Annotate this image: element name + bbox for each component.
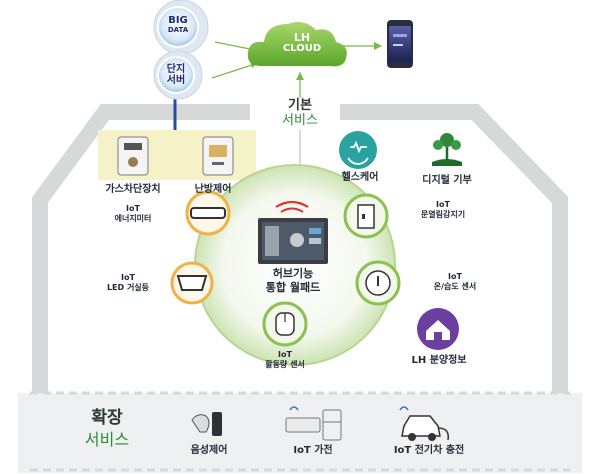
healthcare-icon (339, 131, 377, 169)
big-data-line2: DATA (167, 26, 189, 34)
hub-label: 허브기능 통합 월패드 (248, 267, 338, 295)
complex-server-icon (153, 50, 203, 100)
complex-server-line2: 서버 (166, 75, 186, 86)
complex-server-line1: 단지 (166, 64, 186, 75)
temp-humidity-line2: 온/습도 센서 (433, 282, 477, 291)
hub-line2: 통합 월패드 (265, 281, 321, 294)
house-outline (32, 104, 568, 395)
big-data-icon (153, 0, 209, 55)
digital-donation-icon (432, 133, 462, 166)
door-sensor-line2: 문열림감지기 (420, 210, 466, 219)
heating-control-label: 난방제어 (194, 184, 232, 195)
door-sensor-label: IoT 문열림감지기 (398, 200, 488, 220)
cloud-line1: LH (293, 31, 311, 44)
cloud-line2: CLOUD (282, 43, 322, 54)
door-sensor-icon (343, 193, 389, 239)
lh-cloud-icon (247, 22, 347, 67)
gas-shutoff-label: 가스차단장치 (105, 184, 161, 195)
complex-server-label: 단지 서버 (162, 64, 190, 86)
sale-info-label: LH 분양정보 (411, 355, 467, 366)
led-light-line2: LED 거실등 (106, 283, 150, 292)
energy-meter-line1: IoT (126, 204, 140, 213)
activity-sensor-line2: 활동량 센서 (265, 360, 305, 369)
digital-donation-label: 디지털 기부 (422, 175, 472, 186)
extended-band (18, 393, 582, 473)
door-sensor-line1: IoT (436, 200, 450, 209)
led-light-label: IoT LED 거실등 (90, 273, 166, 293)
wall-pad-icon (258, 200, 328, 264)
voice-control-label: 음성제어 (190, 445, 228, 456)
led-light-icon (170, 261, 214, 305)
basic-service-label: 기본 서비스 (255, 98, 345, 128)
iot-appliance-label: IoT 가전 (293, 445, 333, 456)
led-light-line1: IoT (121, 273, 135, 282)
iot-appliance-icon (285, 406, 342, 441)
basic-service-line2: 서비스 (282, 113, 318, 128)
big-data-label: BIG DATA (163, 15, 193, 35)
energy-meter-line2: 에너지미터 (114, 214, 152, 223)
voice-control-icon (191, 412, 222, 436)
temp-humidity-icon (355, 260, 401, 306)
gas-valve-icon (117, 136, 149, 176)
ev-charging-label: IoT 전기차 충전 (393, 445, 465, 456)
ev-charging-icon (399, 406, 450, 441)
energy-meter-icon (185, 190, 231, 236)
temp-humidity-label: IoT 온/습도 센서 (410, 272, 500, 292)
temp-humidity-line1: IoT (448, 272, 462, 281)
smartphone-icon (387, 20, 413, 68)
activity-sensor-label: IoT 활동량 센서 (245, 350, 325, 370)
extended-service-line2: 서비스 (84, 430, 130, 449)
energy-meter-label: IoT 에너지미터 (95, 204, 171, 224)
thermostat-icon (202, 136, 234, 176)
cloud-label: LH CLOUD (272, 32, 332, 54)
healthcare-label: 헬스케어 (341, 172, 379, 183)
activity-sensor-icon (262, 301, 308, 347)
extended-service-line1: 확장 (91, 408, 123, 428)
extended-service-label: 확장 서비스 (72, 408, 142, 450)
activity-sensor-line1: IoT (278, 350, 292, 359)
hub-line1: 허브기능 (272, 267, 314, 280)
basic-service-line1: 기본 (288, 98, 312, 113)
big-data-line1: BIG (168, 15, 188, 26)
sale-info-icon (417, 308, 459, 350)
